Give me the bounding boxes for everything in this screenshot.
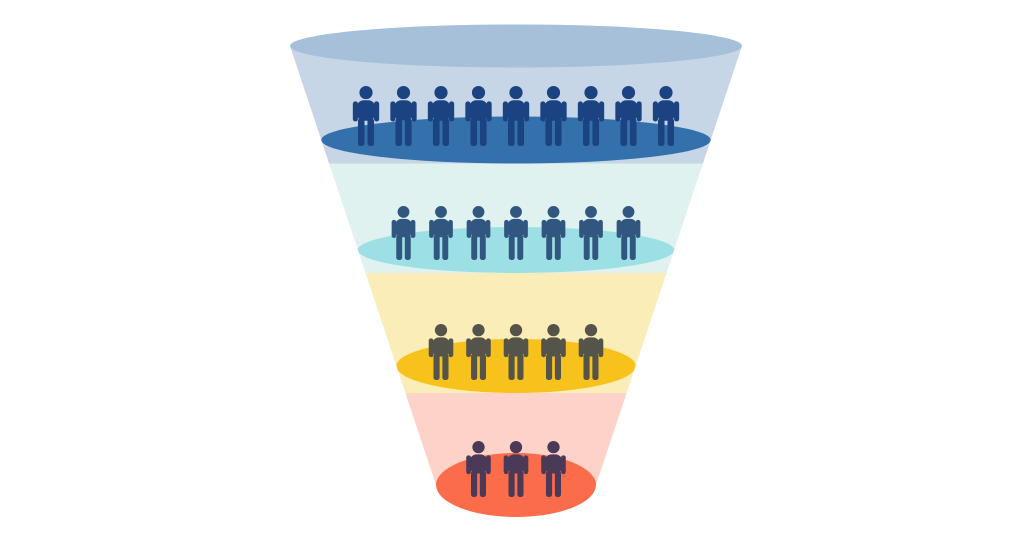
funnel-rim xyxy=(290,24,742,68)
funnel-floor-tier-3 xyxy=(396,339,636,393)
funnel-floor-tier-1 xyxy=(321,116,711,164)
